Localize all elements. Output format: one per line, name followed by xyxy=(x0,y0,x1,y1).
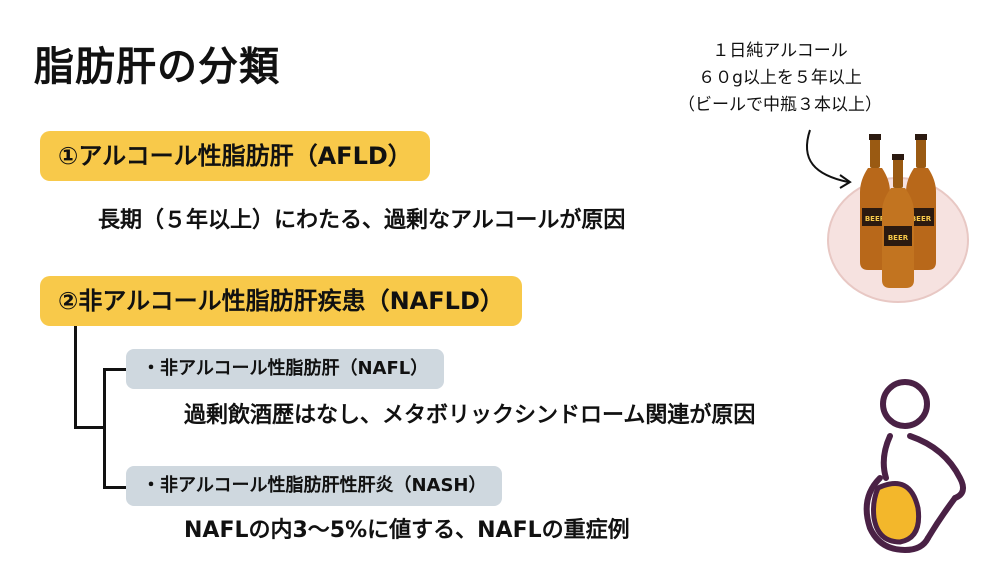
section1-heading: ①アルコール性脂肪肝（AFLD） xyxy=(40,131,430,181)
tree-connector-vertical xyxy=(74,326,77,429)
section1-description: 長期（５年以上）にわたる、過剰なアルコールが原因 xyxy=(98,208,626,233)
tree-connector-mid xyxy=(74,426,104,429)
fatty-belly-figure-icon xyxy=(863,379,967,554)
beer-label: BEER xyxy=(911,215,932,223)
tree-connector-item1 xyxy=(103,368,127,371)
subitem-nash-description: NAFLの内3〜5%に値する、NAFLの重症例 xyxy=(184,518,630,543)
alcohol-note: １日純アルコール ６０g以上を５年以上 （ビールで中瓶３本以上） xyxy=(650,38,910,119)
subitem-nash-label: ・非アルコール性脂肪肝性肝炎（NASH） xyxy=(126,466,503,506)
arrow-line xyxy=(805,129,849,183)
alcohol-note-line3: （ビールで中瓶３本以上） xyxy=(678,95,882,115)
beer-label: BEER xyxy=(865,215,886,223)
subitem-nafl-label: ・非アルコール性脂肪肝（NAFL） xyxy=(126,349,445,389)
page-title: 脂肪肝の分類 xyxy=(34,44,280,90)
tree-connector-branch xyxy=(103,368,106,489)
beer-bottle-icon xyxy=(882,154,914,288)
alcohol-note-line1: １日純アルコール xyxy=(712,41,848,61)
tree-connector-item2 xyxy=(103,486,127,489)
alcohol-note-line2: ６０g以上を５年以上 xyxy=(698,68,862,88)
subitem-nafl-description: 過剰飲酒歴はなし、メタボリックシンドローム関連が原因 xyxy=(184,403,756,428)
beer-label: BEER xyxy=(888,234,909,242)
arrow-head-icon xyxy=(839,174,852,189)
section2-heading: ②非アルコール性脂肪肝疾患（NAFLD） xyxy=(40,276,522,326)
beer-illustration: BEER BEER BEER xyxy=(805,129,969,303)
